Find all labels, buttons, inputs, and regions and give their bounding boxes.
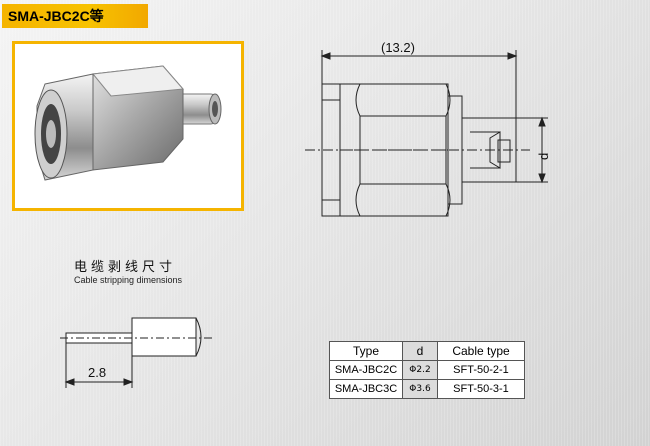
diameter-label: d	[536, 152, 551, 160]
product-photo-frame	[12, 41, 244, 211]
table-row: SMA-JBC2C Φ2.2 SFT-50-2-1	[329, 360, 525, 380]
table-header-row: Type d Cable type	[329, 341, 525, 361]
header-cable-type: Cable type	[437, 341, 525, 361]
stripping-title-en: Cable stripping dimensions	[74, 275, 183, 285]
row-type: SMA-JBC3C	[329, 379, 403, 399]
stripping-title-cn: 电缆剥线尺寸	[74, 260, 177, 275]
strip-length-label: 2.8	[88, 365, 107, 380]
row-cable-type: SFT-50-3-1	[437, 379, 525, 399]
header-d: d	[402, 341, 438, 361]
overall-length-label: (13.2)	[381, 40, 415, 55]
spec-table: Type d Cable type SMA-JBC2C Φ2.2 SFT-50-…	[329, 341, 525, 399]
row-cable-type: SFT-50-2-1	[437, 360, 525, 380]
header-type: Type	[329, 341, 403, 361]
table-row: SMA-JBC3C Φ3.6 SFT-50-3-1	[329, 379, 525, 399]
row-d: Φ2.2	[402, 360, 438, 380]
row-type: SMA-JBC2C	[329, 360, 403, 380]
connector-photo	[34, 65, 222, 181]
product-title: SMA-JBC2C等	[2, 4, 148, 28]
row-d: Φ3.6	[402, 379, 438, 399]
